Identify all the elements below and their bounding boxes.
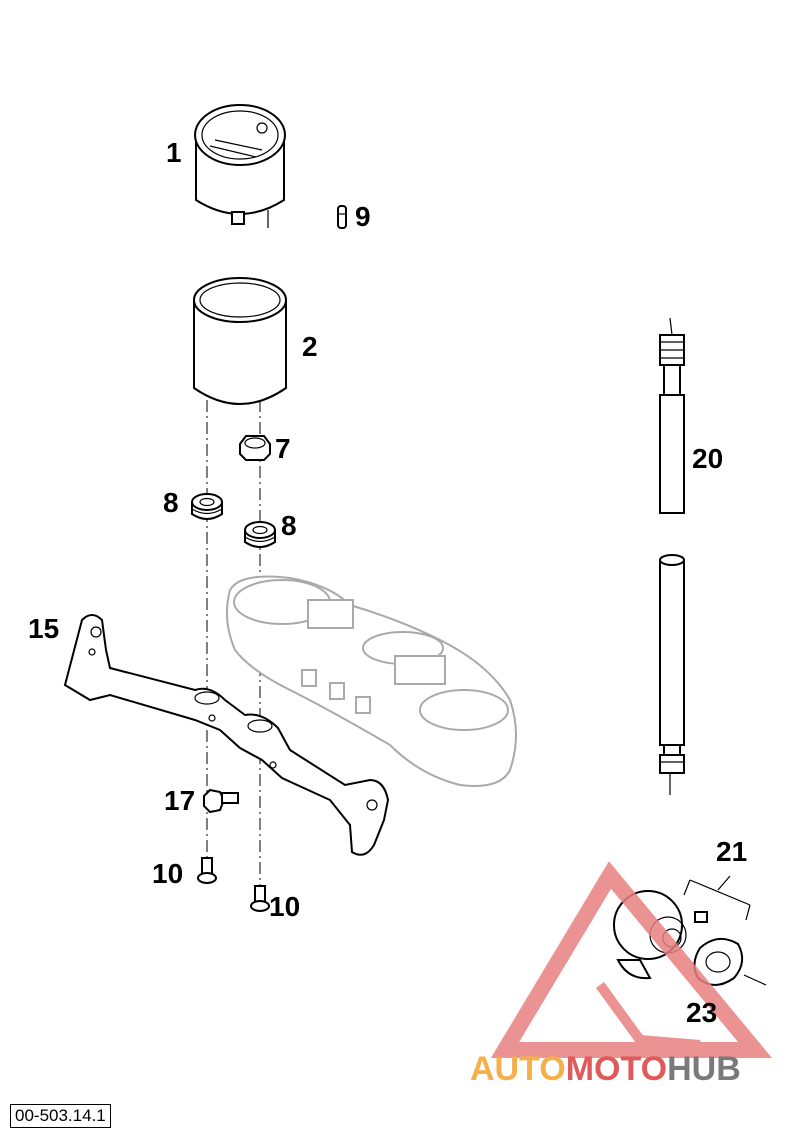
- part-nut: [239, 435, 271, 461]
- part-bolt: [203, 788, 239, 814]
- part-screw-right: [250, 885, 270, 912]
- part-grommet-right: [244, 521, 276, 548]
- watermark-logo: [490, 861, 773, 1058]
- callout-1: 1: [166, 137, 182, 168]
- callout-21: 21: [716, 836, 747, 867]
- part-screw-left: [197, 857, 217, 884]
- part-speedometer-cable: [659, 317, 685, 795]
- ghost-triple-clamp: [225, 575, 517, 787]
- callout-8-left: 8: [163, 487, 179, 518]
- callout-2: 2: [302, 331, 318, 362]
- callout-7: 7: [275, 433, 291, 464]
- watermark-text-auto: AUTO: [470, 1050, 566, 1088]
- part-indicator-bulb: [337, 205, 347, 229]
- callout-9: 9: [355, 201, 371, 232]
- callout-8-right: 8: [281, 510, 297, 541]
- part-grommet-left: [191, 493, 223, 520]
- callout-10-right: 10: [269, 891, 300, 922]
- watermark-text: AUTOMOTOHUB: [470, 1050, 741, 1088]
- callout-17: 17: [164, 785, 195, 816]
- callout-20: 20: [692, 443, 723, 474]
- part-speedometer: [194, 104, 286, 228]
- watermark-text-moto: MOTO: [566, 1050, 667, 1088]
- part-instrument-cover: [193, 277, 287, 405]
- watermark-text-hub: HUB: [667, 1050, 741, 1088]
- diagram-reference-code: 00-503.14.1: [10, 1104, 111, 1128]
- callout-23: 23: [686, 997, 717, 1028]
- part-instrument-bracket: [63, 614, 390, 856]
- callout-15: 15: [28, 613, 59, 644]
- callout-10-left: 10: [152, 858, 183, 889]
